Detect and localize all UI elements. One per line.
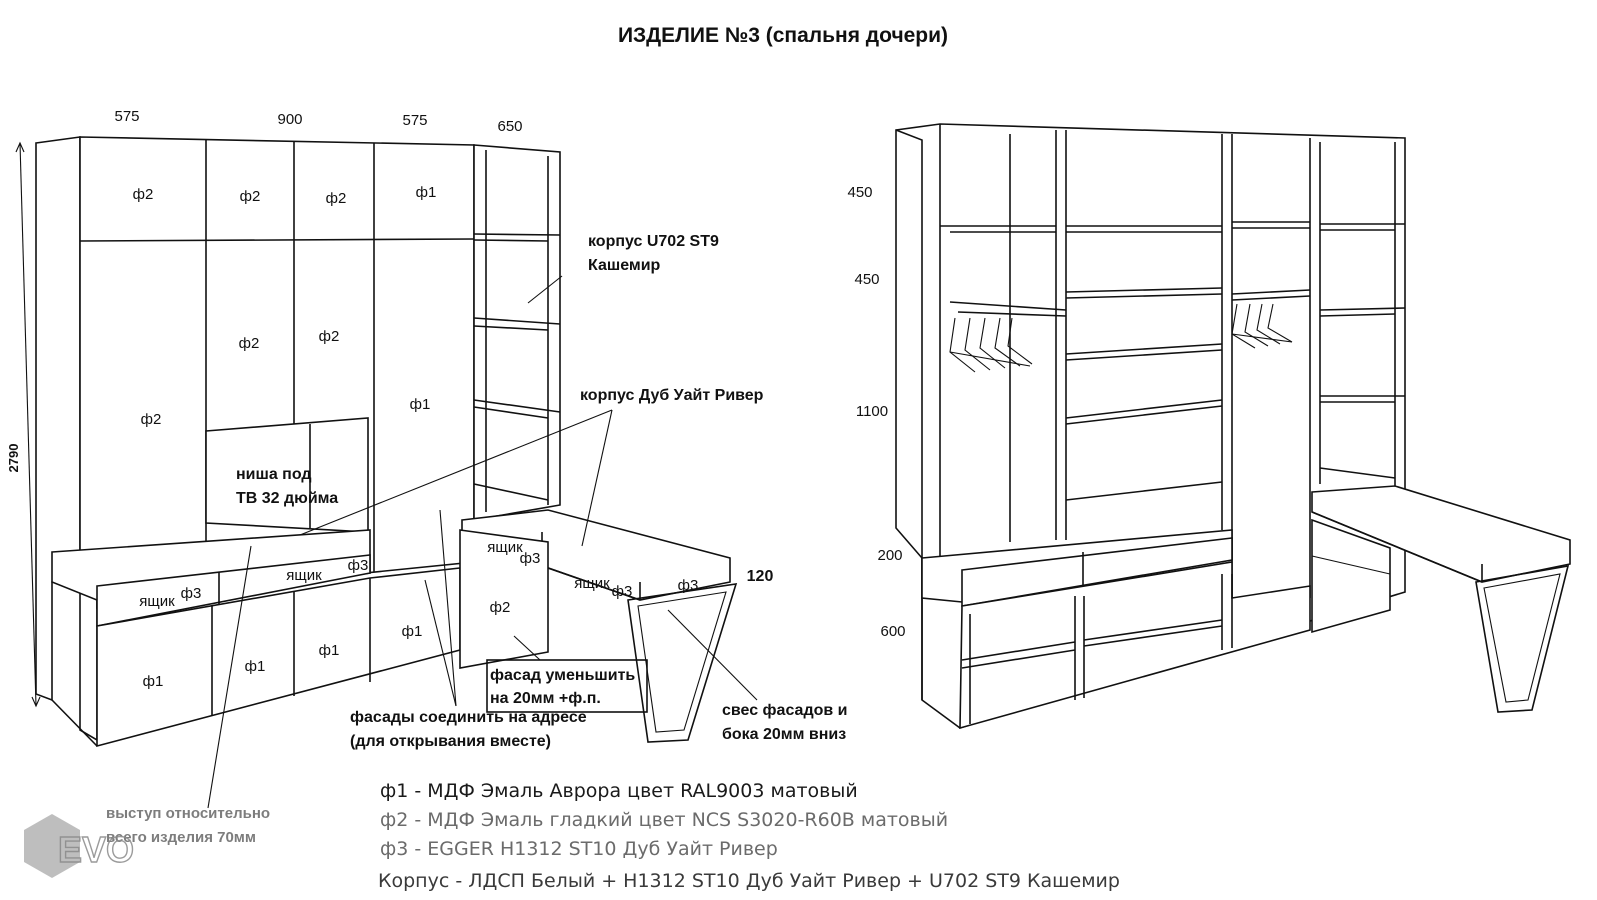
callout-facade-reduce-1: фасад уменьшить [490, 667, 635, 684]
callout-u702-2: Кашемир [588, 257, 661, 274]
tv-niche-label-1: ниша под [236, 466, 312, 483]
legend-f1: ф1 - МДФ Эмаль Аврора цвет RAL9003 матов… [380, 780, 858, 802]
drawer-label-2: ящик [286, 567, 322, 584]
facade-label-f1-5: ф1 [319, 642, 340, 659]
right-dim-1: 450 [847, 184, 872, 201]
callout-protrusion-1: выступ относительно [106, 805, 270, 822]
facade-label-f2-3: ф2 [326, 190, 347, 207]
right-dim-5: 600 [880, 623, 905, 640]
hangers-right [1231, 303, 1293, 349]
facade-label-f1-6: ф1 [402, 623, 423, 640]
left-isometric-view: 575 900 575 650 2790 [6, 108, 848, 846]
facade-label-f2-6: ф2 [141, 411, 162, 428]
callout-u702-1: корпус U702 ST9 [588, 233, 719, 250]
hangers-left [949, 317, 1033, 373]
drawer-label-4: ящик [574, 575, 610, 592]
callout-protrusion-2: всего изделия 70мм [106, 829, 256, 846]
materials-legend: ф1 - МДФ Эмаль Аврора цвет RAL9003 матов… [378, 780, 1120, 892]
facade-label-f1-4: ф1 [245, 658, 266, 675]
callout-oak: корпус Дуб Уайт Ривер [580, 387, 764, 404]
callout-overhang-1: свес фасадов и [722, 702, 848, 719]
logo-text: EVO [58, 829, 134, 870]
facade-label-f1-1: ф1 [416, 184, 437, 201]
callout-facade-reduce-2: на 20мм +ф.п. [490, 690, 601, 707]
drawer-label-1: ящик [139, 593, 175, 610]
callout-facades-join-2: (для открывания вместе) [350, 733, 551, 750]
right-dim-4: 200 [877, 547, 902, 564]
legend-f3: ф3 - EGGER H1312 ST10 Дуб Уайт Ривер [380, 838, 778, 860]
desk-height-label: 120 [747, 568, 774, 585]
dim-top-3: 575 [402, 112, 427, 129]
under-desk-cabinet [459, 529, 549, 669]
facade-label-f3-3: ф3 [520, 550, 541, 567]
callout-facades-join-1: фасады соединить на адресе [350, 709, 587, 726]
facade-label-f2-4: ф2 [239, 335, 260, 352]
facade-label-f2-1: ф2 [133, 186, 154, 203]
facade-label-f3-2: ф3 [348, 557, 369, 574]
legend-korpus: Корпус - ЛДСП Белый + H1312 ST10 Дуб Уай… [378, 870, 1120, 892]
dim-height: 2790 [6, 444, 21, 473]
facade-label-f3-5: ф3 [678, 577, 699, 594]
facade-label-f1-3: ф1 [143, 673, 164, 690]
drawer-label-3: ящик [487, 539, 523, 556]
callout-overhang-2: бока 20мм вниз [722, 726, 846, 743]
dim-top-4: 650 [497, 118, 522, 135]
facade-label-f2-7: ф2 [490, 599, 511, 616]
desk-leg [627, 583, 738, 743]
right-isometric-view: 450 450 1100 200 600 450 475 475 475 150… [847, 123, 1571, 730]
facade-label-f2-2: ф2 [240, 188, 261, 205]
drawing-title: ИЗДЕЛИЕ №3 (спальня дочери) [618, 24, 948, 47]
legend-f2: ф2 - МДФ Эмаль гладкий цвет NCS S3020-R6… [380, 809, 948, 831]
dim-top-1: 575 [114, 108, 139, 125]
facade-label-f1-2: ф1 [410, 396, 431, 413]
dim-top-2: 900 [277, 111, 302, 128]
right-under-desk-shelf [1311, 518, 1391, 634]
right-dim-2: 450 [854, 271, 879, 288]
height-dimension: 2790 [6, 141, 41, 708]
left-side-panel [35, 136, 81, 702]
facade-label-f2-5: ф2 [319, 328, 340, 345]
callout-facade-reduce-box [486, 659, 648, 713]
logo-hexagon-icon [24, 814, 80, 878]
evo-logo: EVO [24, 814, 135, 878]
facade-label-f3-4: ф3 [612, 583, 633, 600]
open-shelf-unit [473, 144, 561, 521]
tv-niche-label-2: ТВ 32 дюйма [236, 490, 338, 507]
facade-label-f3-1: ф3 [181, 585, 202, 602]
right-dim-3: 1100 [856, 403, 888, 420]
right-desk-leg [1475, 565, 1570, 713]
